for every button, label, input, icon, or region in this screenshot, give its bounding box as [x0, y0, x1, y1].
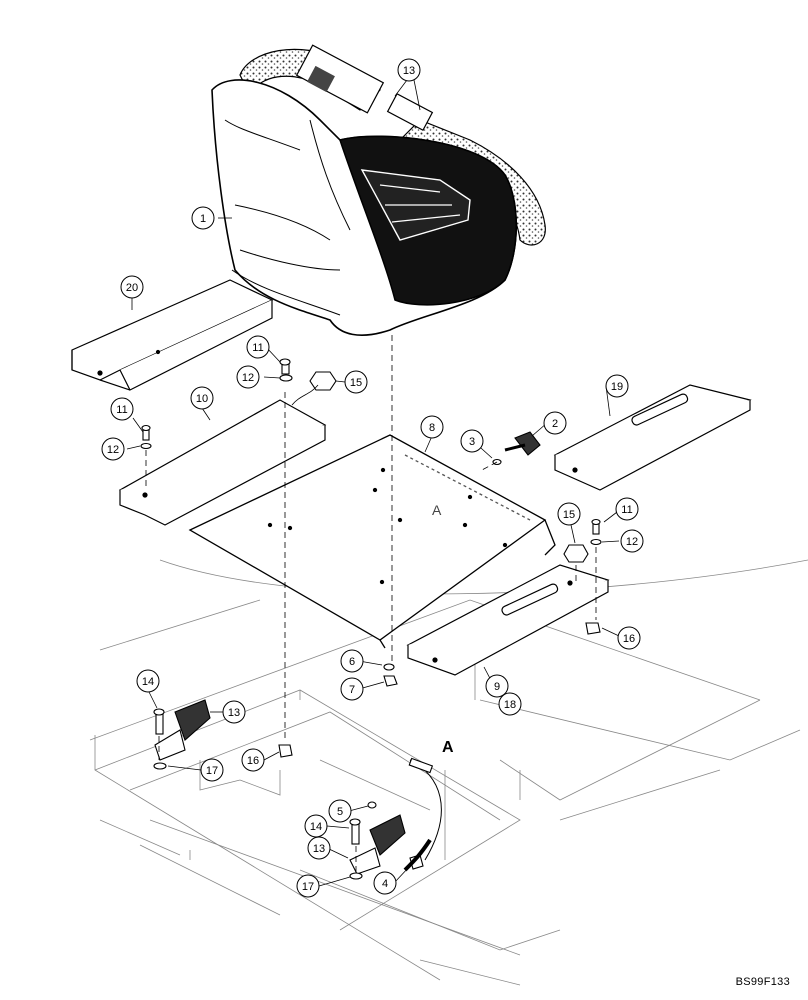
callout-3: 3	[460, 429, 484, 453]
svg-text:10: 10	[196, 393, 208, 405]
callout-14-center: 14	[304, 814, 328, 838]
svg-text:14: 14	[142, 676, 154, 688]
callout-11-upper: 11	[246, 335, 270, 359]
slide-rail-19	[553, 384, 752, 491]
callout-8: 8	[420, 415, 444, 439]
svg-text:14: 14	[310, 821, 322, 833]
svg-text:17: 17	[302, 881, 314, 893]
svg-text:20: 20	[126, 282, 138, 294]
svg-text:2: 2	[552, 418, 558, 430]
hardware	[140, 358, 602, 880]
svg-text:4: 4	[382, 878, 388, 890]
callout-13-lower-center: 13	[307, 836, 331, 860]
svg-text:15: 15	[350, 377, 362, 389]
svg-text:19: 19	[611, 381, 623, 393]
svg-text:3: 3	[469, 436, 475, 448]
callouts: 1 2 3 4 5 6 7 8 9 10 11 11 11 12 12 12 1…	[101, 58, 644, 898]
callout-19: 19	[605, 374, 629, 398]
callout-5: 5	[328, 799, 352, 823]
callout-13-lower-left: 13	[222, 700, 246, 724]
slide-rail-9	[406, 564, 610, 676]
callout-1: 1	[191, 206, 215, 230]
svg-text:12: 12	[107, 444, 119, 456]
svg-text:15: 15	[563, 509, 575, 521]
svg-text:17: 17	[206, 765, 218, 777]
callout-11-right: 11	[615, 497, 639, 521]
callout-20: 20	[120, 275, 144, 299]
alignment-lines	[145, 335, 597, 872]
callout-15-right: 15	[557, 502, 581, 526]
svg-text:5: 5	[337, 806, 343, 818]
callout-4: 4	[373, 871, 397, 895]
base-plate	[188, 434, 556, 649]
figure-code: BS99F133	[735, 976, 790, 988]
svg-text:12: 12	[626, 536, 638, 548]
callout-12-left: 12	[101, 437, 125, 461]
svg-text:16: 16	[623, 633, 635, 645]
washer-link-curve	[291, 384, 319, 406]
svg-text:8: 8	[429, 422, 435, 434]
mount-bracket-10	[118, 399, 327, 526]
callout-9: 9	[485, 674, 509, 698]
svg-text:7: 7	[349, 684, 355, 696]
svg-text:13: 13	[313, 843, 325, 855]
callout-12-upper: 12	[236, 365, 260, 389]
callout-12-right: 12	[620, 529, 644, 553]
callout-16-lower: 16	[241, 748, 265, 772]
callout-17-center: 17	[296, 874, 320, 898]
callout-13-upper: 13	[397, 58, 421, 82]
svg-text:11: 11	[621, 504, 632, 516]
callout-2: 2	[543, 411, 567, 435]
view-label-plate: A	[432, 502, 442, 518]
view-label-main: A	[442, 739, 454, 756]
callout-11-left: 11	[110, 397, 134, 421]
callout-17-left: 17	[200, 758, 224, 782]
mount-bracket-20	[71, 279, 274, 391]
callout-14-left: 14	[136, 669, 160, 693]
callout-10: 10	[190, 386, 214, 410]
svg-text:13: 13	[403, 65, 415, 77]
machine-frame	[89, 559, 808, 986]
callout-7: 7	[340, 677, 364, 701]
callout-15-upper: 15	[344, 370, 368, 394]
svg-text:13: 13	[228, 707, 240, 719]
svg-text:6: 6	[349, 656, 355, 668]
svg-text:12: 12	[242, 372, 254, 384]
callout-6: 6	[340, 649, 364, 673]
svg-text:1: 1	[200, 213, 206, 225]
svg-text:11: 11	[116, 404, 127, 416]
callout-18: 18	[498, 692, 522, 716]
svg-text:18: 18	[504, 699, 516, 711]
callout-16-right: 16	[617, 626, 641, 650]
seat-cushion	[211, 79, 517, 336]
svg-text:16: 16	[247, 755, 259, 767]
svg-text:9: 9	[494, 681, 500, 693]
svg-text:11: 11	[252, 342, 263, 354]
